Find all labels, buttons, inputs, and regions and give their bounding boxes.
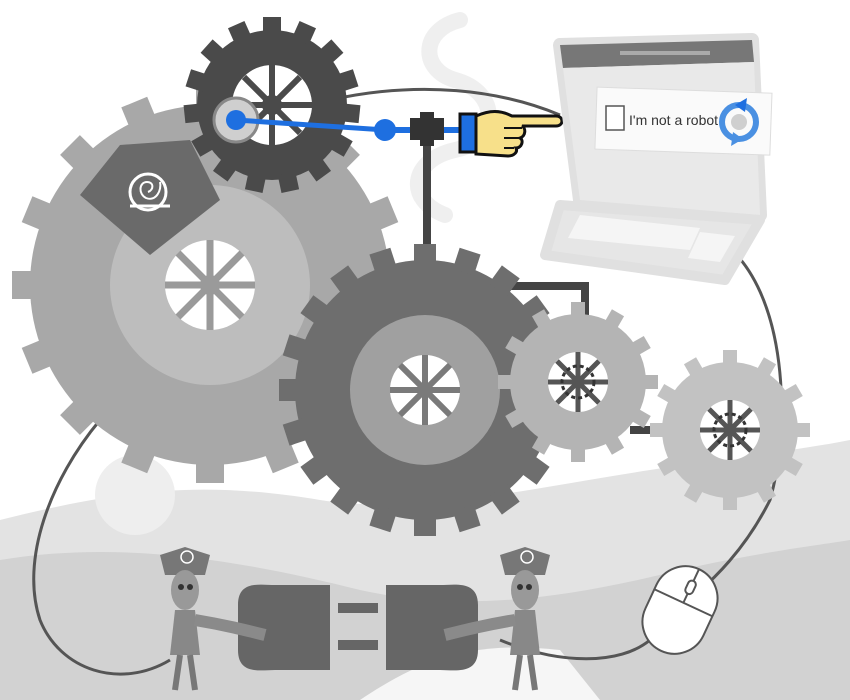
power-plug (238, 584, 478, 671)
left-character (160, 547, 267, 691)
laptop-title-dots (620, 51, 710, 55)
snail-logo-icon (128, 172, 170, 212)
captcha-label: I'm not a robot (629, 112, 718, 128)
right-character (443, 547, 550, 691)
snail-badge (80, 140, 220, 255)
pointing-hand-icon (458, 110, 564, 158)
linkage-arm (212, 96, 460, 146)
captcha-checkbox[interactable] (605, 105, 625, 131)
recaptcha-arrows-icon (719, 98, 759, 146)
laptop (540, 33, 767, 285)
computer-mouse-icon (641, 565, 719, 655)
center-gear (279, 244, 571, 536)
right-gear-medium (498, 302, 658, 462)
far-right-gear (650, 350, 810, 510)
captcha-widget[interactable]: I'm not a robot (594, 86, 773, 156)
